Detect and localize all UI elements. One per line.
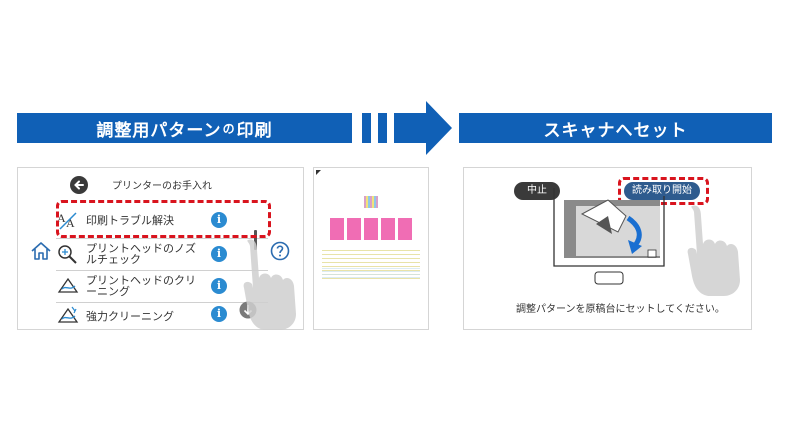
highlight-print-trouble	[56, 200, 271, 238]
menu-item-print-trouble[interactable]: A A 印刷トラブル解決	[56, 206, 266, 234]
svg-text:A: A	[57, 211, 66, 225]
menu-item-label: プリントヘッドのクリーニング	[86, 274, 196, 298]
back-button[interactable]	[70, 176, 88, 194]
pattern-block	[381, 218, 395, 240]
pattern-lines	[322, 268, 420, 280]
info-icon[interactable]: i	[211, 278, 227, 294]
nozzle-check-icon	[58, 245, 77, 264]
step1-title-main: 調整用パターン	[96, 120, 222, 141]
pattern-block	[347, 218, 361, 240]
print-trouble-icon: A A	[57, 211, 77, 230]
menu-item-label: プリントヘッドのノズルチェック	[86, 242, 196, 266]
arrow-right-icon	[394, 101, 452, 155]
step2-banner: スキャナへセット	[459, 113, 772, 143]
step2-title: スキャナへセット	[543, 120, 688, 141]
step1-title-particle: の	[222, 121, 236, 136]
pattern-block	[364, 218, 378, 240]
pattern-sheet	[313, 167, 429, 330]
power-cleaning-icon	[57, 306, 79, 323]
separator-bar-1	[362, 113, 371, 143]
menu-title: プリンターのお手入れ	[112, 181, 212, 192]
menu-item-label: 印刷トラブル解決	[86, 213, 174, 227]
svg-text:A: A	[66, 216, 75, 230]
separator-bar-2	[378, 113, 387, 143]
info-icon[interactable]: i	[211, 212, 227, 228]
info-icon[interactable]: i	[211, 306, 227, 322]
pattern-block	[330, 218, 344, 240]
start-scan-button[interactable]: 読み取り開始	[624, 182, 700, 200]
pattern-header	[364, 196, 378, 208]
divider	[56, 270, 268, 271]
printer-maintenance-panel: プリンターのお手入れ A A 印刷トラブル解決 プリントヘッドのノズルチェック …	[17, 167, 304, 330]
sheet-corner-mark	[316, 170, 321, 175]
arrow-left-icon	[74, 180, 84, 190]
menu-item-label: 強力クリーニング	[86, 309, 174, 323]
divider	[56, 238, 268, 239]
menu-item-power-cleaning[interactable]: 強力クリーニング	[56, 304, 266, 328]
scrollbar[interactable]	[254, 230, 257, 250]
head-cleaning-icon	[57, 277, 79, 293]
step1-title-end: 印刷	[236, 120, 273, 141]
divider	[56, 302, 268, 303]
pointing-hand-icon	[243, 239, 296, 330]
scanner-panel: 中止 読み取り開始 調整パターンを原稿台にセットしてください。	[463, 167, 752, 330]
pattern-block	[398, 218, 412, 240]
step1-banner: 調整用パターンの印刷	[17, 113, 352, 143]
help-icon[interactable]	[270, 241, 290, 261]
info-icon[interactable]: i	[211, 246, 227, 262]
stop-button[interactable]: 中止	[514, 182, 560, 200]
scanner-illustration	[553, 188, 665, 285]
instruction-text: 調整パターンを原稿台にセットしてください。	[516, 304, 725, 315]
menu-item-head-cleaning[interactable]: プリントヘッドのクリーニング	[56, 272, 266, 300]
home-icon[interactable]	[30, 241, 52, 261]
pointing-hand-icon	[687, 205, 740, 296]
menu-item-nozzle-check[interactable]: プリントヘッドのノズルチェック	[56, 240, 266, 268]
